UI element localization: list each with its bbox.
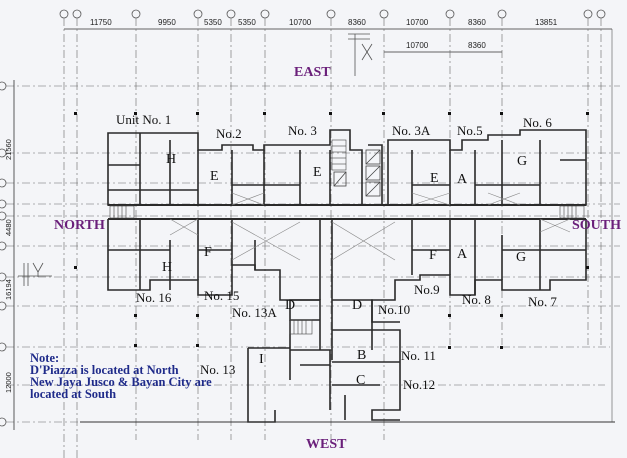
svg-text:8360: 8360 [468, 18, 486, 27]
unit-label-9: No.9 [414, 282, 440, 297]
unit-label-12: No.12 [403, 377, 436, 392]
svg-text:16194: 16194 [4, 279, 13, 300]
unit-type-15: F [204, 245, 212, 260]
svg-text:5350: 5350 [204, 18, 222, 27]
unit-label-3: No. 3 [288, 123, 317, 138]
unit-label-7: No. 7 [528, 294, 557, 309]
svg-text:12000: 12000 [4, 372, 13, 393]
unit-label-10: No.10 [378, 302, 411, 317]
note-line-1: D'Piazza is located at North [30, 363, 179, 377]
unit-type-3a: E [430, 171, 439, 186]
unit-type-12: C [356, 373, 366, 388]
svg-text:4480: 4480 [4, 219, 13, 236]
unit-label-11: No. 11 [401, 348, 436, 363]
unit-label-1: Unit No. 1 [116, 112, 172, 127]
svg-text:5350: 5350 [238, 18, 256, 27]
svg-text:10700: 10700 [406, 41, 429, 50]
unit-type-16: H [162, 260, 173, 275]
svg-text:9950: 9950 [158, 18, 176, 27]
y-axis-marker [18, 262, 52, 286]
unit-type-13a: D [285, 298, 296, 313]
unit-label-13: No. 13 [200, 362, 236, 377]
unit-type-11: B [357, 348, 367, 363]
svg-text:21560: 21560 [4, 139, 13, 160]
unit-label-16: No. 16 [136, 290, 172, 305]
column-dots [74, 112, 589, 349]
compass-east: EAST [294, 65, 331, 80]
unit-type-6: G [517, 154, 528, 169]
unit-label-15: No. 15 [204, 288, 240, 303]
unit-type-5: A [457, 172, 468, 187]
unit-label-5: No.5 [457, 123, 483, 138]
top-grid-bubbles [59, 9, 606, 19]
note-line-2: New Jaya Jusco & Bayan City are [30, 375, 212, 389]
svg-text:13851: 13851 [535, 18, 558, 27]
compass-south: SOUTH [572, 218, 622, 233]
unit-type-8: A [457, 247, 468, 262]
unit-label-8: No. 8 [462, 292, 491, 307]
left-dimension-labels: 21560 4480 16194 12000 [4, 139, 13, 393]
unit-label-2: No.2 [216, 126, 242, 141]
unit-label-3a: No. 3A [392, 123, 431, 138]
x-axis-marker [348, 33, 373, 76]
svg-text:8360: 8360 [348, 18, 366, 27]
lift-shafts [333, 149, 381, 197]
unit-type-9: F [429, 248, 437, 263]
unit-type-10: D [352, 298, 363, 313]
unit-type-3: E [313, 165, 322, 180]
unit-type-7: G [516, 250, 527, 265]
building-walls [107, 129, 587, 423]
unit-type-2: E [210, 169, 219, 184]
compass-north: NORTH [54, 218, 105, 233]
svg-text:8360: 8360 [468, 41, 486, 50]
compass-west: WEST [306, 437, 347, 452]
location-note: Note: D'Piazza is located at North New J… [30, 351, 212, 401]
note-line-3: located at South [30, 387, 117, 401]
svg-text:10700: 10700 [289, 18, 312, 27]
unit-type-1: H [166, 152, 177, 167]
svg-text:10700: 10700 [406, 18, 429, 27]
note-title: Note: [30, 351, 60, 365]
unit-type-13: I [259, 352, 264, 367]
unit-label-13a: No. 13A [232, 305, 277, 320]
stairs [109, 139, 585, 335]
unit-label-6: No. 6 [523, 115, 552, 130]
svg-text:11750: 11750 [90, 18, 112, 27]
top-dimension-labels: 11750 9950 5350 5350 10700 8360 10700 83… [90, 18, 558, 50]
